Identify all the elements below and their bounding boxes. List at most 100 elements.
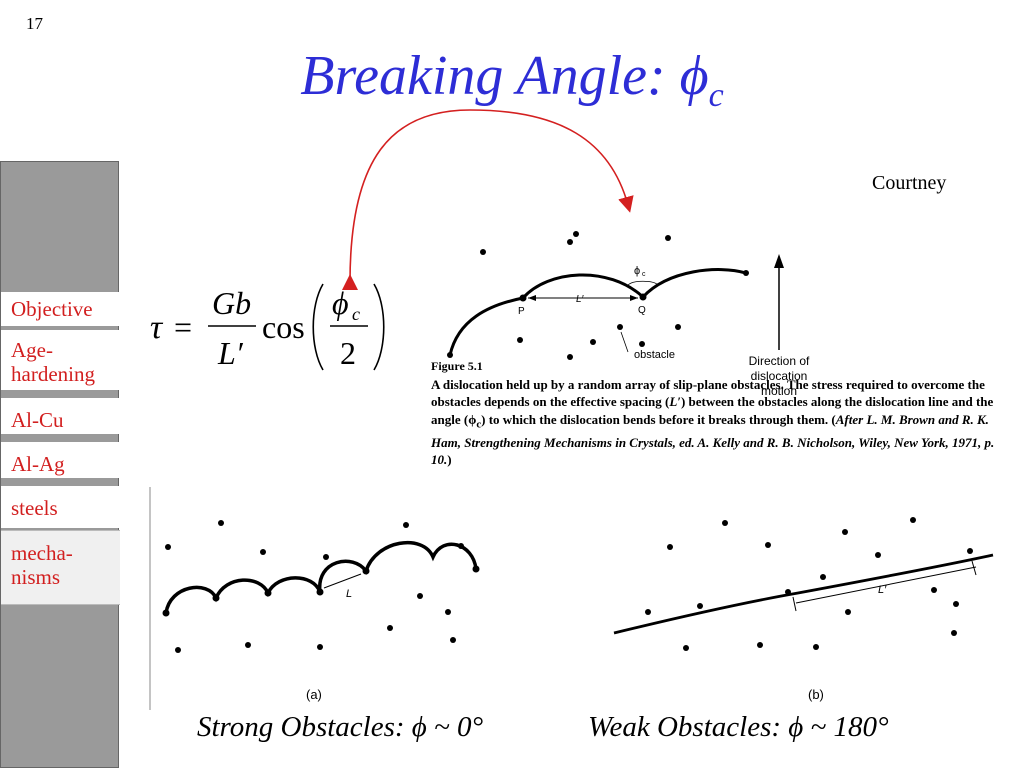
obstacle-dot — [417, 593, 423, 599]
spacing-tick-left — [792, 596, 797, 612]
obstacle-dot — [165, 544, 171, 550]
obstacle-dot — [697, 603, 703, 609]
weak-obstacles-caption: Weak Obstacles: ϕ ~ 180° — [588, 711, 889, 743]
caption-lprime: L′ — [669, 394, 681, 409]
strong-obstacles-caption: Strong Obstacles: ϕ ~ 0° — [197, 711, 484, 743]
obstacle-dot — [953, 601, 959, 607]
sidebar-item-label: mecha- — [11, 541, 73, 565]
sidebar-item-steels[interactable]: steels — [1, 486, 120, 528]
sidebar-item-label: Al-Ag — [11, 452, 65, 476]
direction-arrowhead — [774, 254, 784, 268]
obstacle-dot — [757, 642, 763, 648]
obstacle-label: obstacle — [634, 349, 675, 361]
obstacle-dot — [567, 354, 573, 360]
obstacle-dot — [842, 529, 848, 535]
figure-b-label: (b) — [808, 687, 824, 702]
obstacle-dot — [403, 522, 409, 528]
direction-label-1: Direction of — [749, 354, 810, 368]
obstacle-dot — [683, 645, 689, 651]
caption-text: ) between the obstacles along the disloc… — [431, 394, 994, 427]
eq-angle-sub: c — [352, 304, 360, 324]
dislocation-line — [448, 268, 747, 356]
obstacle-dot — [813, 644, 819, 650]
weak-dislocation-line — [613, 553, 994, 635]
eq-tau: τ — [150, 309, 164, 346]
sidebar-item-objective[interactable]: Objective — [1, 292, 120, 326]
sidebar-item-age-hardening[interactable]: Age- hardening — [1, 330, 120, 390]
spacing-tick-right — [971, 560, 977, 576]
connector-arrow-path — [341, 109, 634, 291]
sidebar-item-label: steels — [11, 496, 58, 520]
obstacle-dot — [260, 549, 266, 555]
obstacle-dot — [845, 609, 851, 615]
obstacle-dot — [218, 520, 224, 526]
slide-title-text: Breaking Angle: ϕ — [300, 45, 709, 107]
sidebar-item-label: Age- — [11, 338, 53, 362]
obstacle-dot — [722, 520, 728, 526]
sidebar-item-label: Al-Cu — [11, 408, 64, 432]
obstacle-dot — [245, 642, 251, 648]
sidebar-item-al-cu[interactable]: Al-Cu — [1, 398, 120, 434]
caption-sub: c — [476, 418, 482, 431]
sidebar-item-al-ag[interactable]: Al-Ag — [1, 442, 120, 478]
obstacle-dot — [617, 324, 623, 330]
stress-equation: τ = Gb L′ cos ϕ c 2 — [150, 283, 385, 371]
figure-a-label: (a) — [306, 687, 322, 702]
eq-angle-num: ϕ — [332, 285, 349, 321]
obstacle-dot — [931, 587, 937, 593]
angle-arc — [627, 280, 659, 286]
spacing-arrowhead-left — [528, 295, 536, 301]
obstacle-dot — [567, 239, 573, 245]
obstacle-dot — [450, 637, 456, 643]
spacing-label-a: L — [346, 588, 352, 600]
caption-citation: After L. M. Brown and R. K. Ham, Strengt… — [431, 411, 995, 468]
sidebar-item-mechanisms[interactable]: mecha- nisms — [1, 530, 120, 605]
figure-5-1-drawing: L′ ϕ c P Q obstacle Direction of disloca… — [447, 231, 810, 398]
spacing-arrowhead-right — [630, 295, 638, 301]
obstacle-dot — [645, 609, 651, 615]
obstacle-dot — [573, 231, 579, 237]
obstacle-dot — [517, 337, 523, 343]
obstacle-dot — [667, 544, 673, 550]
slide-title: Breaking Angle: ϕc — [0, 44, 1024, 128]
obstacle-dot — [317, 644, 323, 650]
sidebar-item-label: hardening — [11, 362, 95, 386]
slide-number: 17 — [26, 14, 43, 33]
point-p-label: P — [518, 306, 525, 317]
obstacle-dot — [765, 542, 771, 548]
obstacle-dot — [665, 235, 671, 241]
eq-cos: cos — [262, 309, 305, 345]
slide-title-subscript: c — [708, 77, 724, 114]
eq-equals: = — [174, 309, 192, 345]
spacing-arrow-a — [323, 573, 362, 589]
obstacle-dot — [480, 249, 486, 255]
obstacle-dot — [820, 574, 826, 580]
figure-caption: Figure 5.1 A dislocation held up by a ra… — [431, 358, 1001, 469]
obstacle-dot — [445, 609, 451, 615]
caption-text: A dislocation held up by a random array … — [431, 376, 985, 410]
spacing-arrow-b — [795, 566, 977, 604]
sidebar-item-label: Objective — [11, 297, 93, 321]
obstacle-dot — [675, 324, 681, 330]
caption-text: ) — [447, 452, 452, 468]
obstacle-leader — [620, 331, 629, 353]
obstacle-dot — [590, 339, 596, 345]
obstacle-dot — [875, 552, 881, 558]
eq-right-paren — [373, 283, 385, 371]
caption-text: ) to which the dislocation bends before … — [481, 411, 836, 427]
obstacle-dot — [951, 630, 957, 636]
strong-dislocation-line — [164, 541, 478, 614]
spacing-label: L′ — [576, 294, 585, 305]
eq-angle-den: 2 — [340, 335, 356, 371]
obstacle-dot — [387, 625, 393, 631]
point-q-label: Q — [638, 305, 646, 316]
figure-credit: Courtney — [872, 172, 947, 194]
spacing-label-b: L′ — [878, 584, 887, 596]
direction-label-2: dislocation — [751, 369, 808, 383]
obstacle-dot — [323, 554, 329, 560]
obstacle-comparison-figure: L (a) L′ (b) — [149, 487, 994, 710]
angle-label-sub: c — [642, 271, 646, 278]
obstacle-dot — [639, 341, 645, 347]
sidebar-item-label: nisms — [11, 565, 61, 589]
